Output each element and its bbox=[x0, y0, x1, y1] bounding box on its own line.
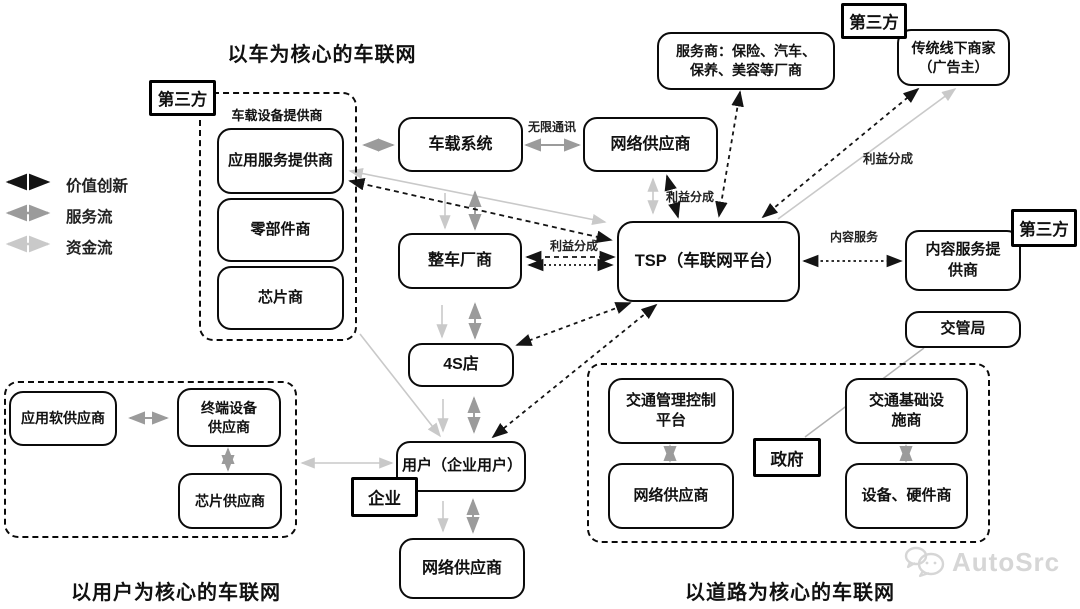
watermark: AutoSrc bbox=[903, 546, 1060, 578]
node-chip-provider: 芯片供应商 bbox=[178, 473, 282, 529]
edge-serviceproviders-tsp-value bbox=[715, 90, 744, 218]
node-traffic-mgmt-platform: 交通管理控制 平台 bbox=[608, 378, 734, 444]
node-vehicle-system: 车载系统 bbox=[398, 117, 523, 172]
road-centric-group bbox=[587, 363, 990, 543]
node-traffic-infra-provider: 交通基础设 施商 bbox=[845, 378, 968, 444]
legend-value-innovation-label: 价值创新 bbox=[66, 178, 129, 195]
node-terminal-device-provider: 终端设备 供应商 bbox=[177, 388, 281, 447]
enterprise-tag: 企业 bbox=[351, 477, 418, 517]
edge-appservice-tsp-capital bbox=[348, 168, 607, 225]
edge-label-wireless-comm: 无限通讯 bbox=[527, 120, 576, 134]
third-party-tag-left: 第三方 bbox=[149, 80, 216, 116]
node-app-software-provider: 应用软供应商 bbox=[9, 391, 117, 446]
node-service-providers: 服务商：保险、汽车、 保养、美容等厂商 bbox=[657, 32, 835, 90]
node-tsp-platform: TSP（车联网平台） bbox=[617, 221, 800, 302]
government-tag: 政府 bbox=[753, 438, 821, 477]
edge-label-profit-share-oem: 利益分成 bbox=[549, 239, 598, 253]
user-centric-group bbox=[4, 381, 297, 538]
edge-networktop-tsp-value bbox=[664, 174, 681, 219]
node-content-service-provider: 内容服务提 供商 bbox=[905, 230, 1021, 291]
edge-tsp-user-value bbox=[491, 303, 658, 439]
watermark-text: AutoSrc bbox=[952, 546, 1061, 577]
node-offline-merchants: 传统线下商家 （广告主） bbox=[897, 29, 1010, 86]
edge-tsp-4s-value bbox=[515, 302, 632, 346]
title-road-centric: 以道路为核心的车联网 bbox=[685, 582, 895, 604]
third-party-tag-right: 第三方 bbox=[1011, 209, 1077, 247]
node-parts-maker: 零部件商 bbox=[217, 198, 344, 262]
node-device-hardware-provider: 设备、硬件商 bbox=[845, 463, 968, 529]
node-4s-dealer: 4S店 bbox=[408, 343, 514, 387]
edge-label-content-service: 内容服务 bbox=[829, 230, 878, 244]
edge-tsp-merchants-value bbox=[761, 87, 920, 219]
node-network-provider-road: 网络供应商 bbox=[608, 463, 734, 529]
node-network-provider-bottom: 网络供应商 bbox=[399, 538, 525, 599]
legend-capital-flow-label: 资金流 bbox=[66, 240, 113, 257]
node-chip-maker: 芯片商 bbox=[217, 266, 344, 330]
node-traffic-bureau: 交管局 bbox=[905, 311, 1021, 348]
node-network-provider-top: 网络供应商 bbox=[583, 117, 718, 172]
third-party-tag-top: 第三方 bbox=[841, 3, 907, 39]
node-oem: 整车厂商 bbox=[398, 233, 522, 289]
title-user-centric: 以用户为核心的车联网 bbox=[71, 582, 281, 604]
title-vehicle-centric: 以车为核心的车联网 bbox=[227, 44, 417, 66]
vehicle-equipment-group-label: 车载设备提供商 bbox=[231, 108, 323, 123]
edge-vehiclegroup-user-capital bbox=[359, 333, 441, 438]
edge-appservice-tsp-value bbox=[348, 178, 613, 243]
legend-service-flow-label: 服务流 bbox=[66, 209, 113, 226]
node-app-service-provider: 应用服务提供商 bbox=[217, 128, 344, 194]
edge-label-profit-share-merchant: 利益分成 bbox=[862, 152, 913, 166]
edge-label-profit-share-network: 利益分成 bbox=[665, 190, 714, 204]
chat-bubbles-icon bbox=[904, 546, 945, 578]
